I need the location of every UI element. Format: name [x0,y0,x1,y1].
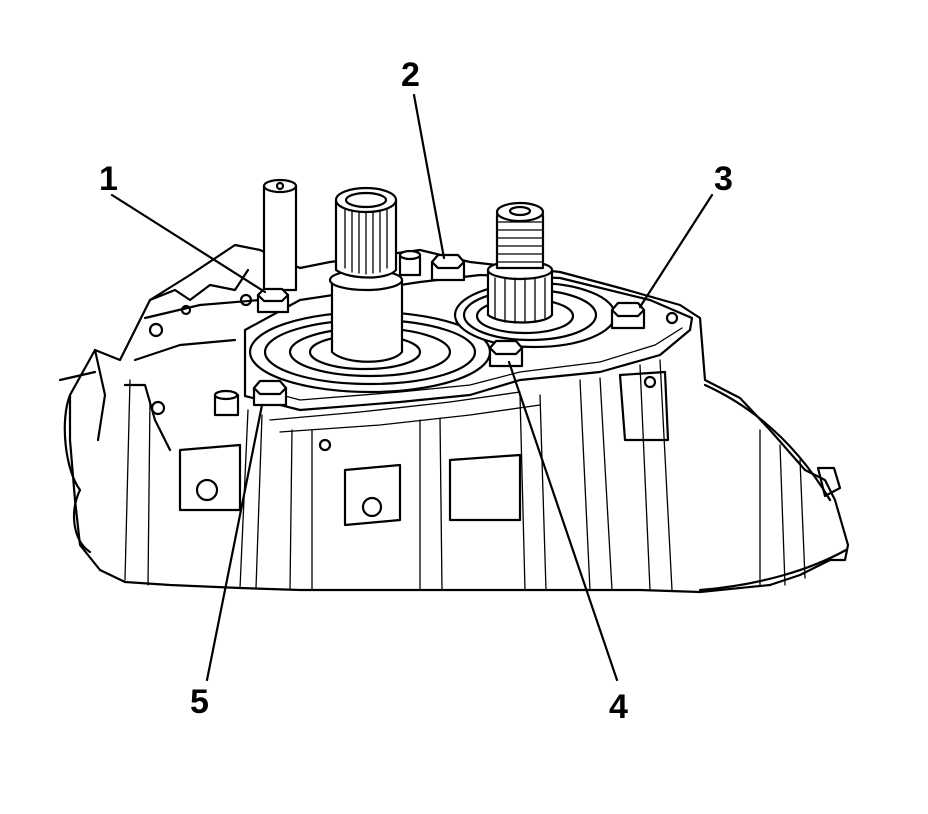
leader-lines [110,93,714,682]
leader-line-1 [110,193,267,294]
callout-label-5: 5 [190,683,209,721]
bolt-4 [488,339,524,368]
callout-label-1: 1 [99,160,118,198]
callout-label-4: 4 [609,688,628,726]
leader-line-3 [638,193,714,309]
bolt-5 [252,379,288,407]
leader-line-4 [507,360,619,682]
case-ribs [124,359,673,591]
callout-labels: 1 2 3 4 5 [99,56,733,726]
leader-line-5 [205,403,264,682]
locating-studs [213,249,422,417]
callout-label-2: 2 [401,56,420,94]
bolt-1 [256,287,290,314]
dowel-pin [262,178,298,292]
bolt-2 [430,253,466,282]
leader-line-2 [412,93,446,260]
bolt-3 [610,301,646,330]
output-shaft [328,186,404,363]
callout-label-3: 3 [714,160,733,198]
input-shaft [486,201,554,324]
transmission-case [58,243,850,594]
